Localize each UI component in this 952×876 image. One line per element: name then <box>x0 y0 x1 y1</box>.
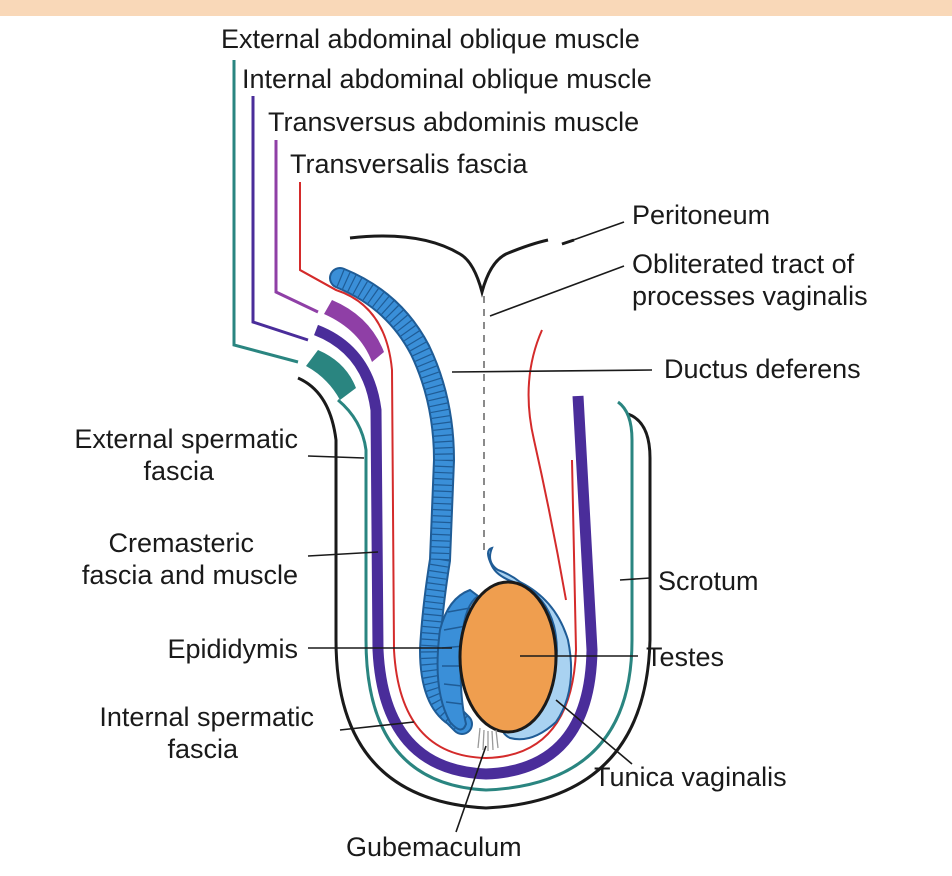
leader-scrotum <box>619 577 651 581</box>
label-external-oblique: External abdominal oblique muscle <box>221 24 640 54</box>
label-scrotum: Scrotum <box>658 566 759 596</box>
external-oblique-block <box>306 350 356 400</box>
external-spermatic-fascia-layer <box>337 398 634 792</box>
label-transversalis: Transversalis fascia <box>290 149 529 179</box>
label-cremasteric-line2: fascia and muscle <box>82 560 298 590</box>
label-gubernaculum: Gubemaculum <box>346 832 522 862</box>
peritoneum-line <box>349 234 549 298</box>
label-ext-spermatic-line1: External spermatic <box>74 424 298 454</box>
scrotum-outline <box>297 376 652 810</box>
label-internal-oblique: Internal abdominal oblique muscle <box>242 64 652 94</box>
label-int-spermatic-line1: Internal spermatic <box>99 702 314 732</box>
label-transversus: Transversus abdominis muscle <box>268 107 639 137</box>
leader-cremasteric <box>307 551 379 557</box>
label-obliterated-line2: processes vaginalis <box>632 281 868 311</box>
top-banner <box>0 0 952 16</box>
leader-ext-spermatic <box>307 455 365 459</box>
label-testes: Testes <box>646 642 724 672</box>
leader-transversus <box>274 140 319 314</box>
testes-shape <box>458 580 558 734</box>
epididymis-lobules <box>441 607 471 705</box>
ductus-deferens-segments <box>336 269 469 731</box>
leader-peritoneum <box>561 221 625 245</box>
label-obliterated-line1: Obliterated tract of <box>632 249 855 279</box>
cremasteric-layer <box>313 324 598 780</box>
leader-tunica <box>555 699 633 765</box>
label-tunica-vaginalis: Tunica vaginalis <box>594 762 787 792</box>
leader-internal-oblique <box>251 96 309 342</box>
leader-external-oblique <box>232 60 299 364</box>
label-int-spermatic-line2: fascia <box>167 734 239 764</box>
internal-spermatic-fascia-layer <box>299 269 578 760</box>
leader-obliterated <box>489 265 625 317</box>
gubernaculum-fibers <box>477 727 499 751</box>
leader-gubernaculum <box>455 745 487 833</box>
transversus-block <box>324 300 384 362</box>
label-peritoneum: Peritoneum <box>632 200 770 230</box>
label-ductus-deferens: Ductus deferens <box>664 354 861 384</box>
inner-red-layer <box>527 329 567 601</box>
leader-transversalis <box>299 182 337 291</box>
label-ext-spermatic-line2: fascia <box>143 456 215 486</box>
leader-int-spermatic <box>339 721 415 731</box>
label-epididymis: Epididymis <box>167 634 298 664</box>
label-cremasteric-line1: Cremasteric <box>108 528 254 558</box>
leader-ductus <box>451 369 653 373</box>
